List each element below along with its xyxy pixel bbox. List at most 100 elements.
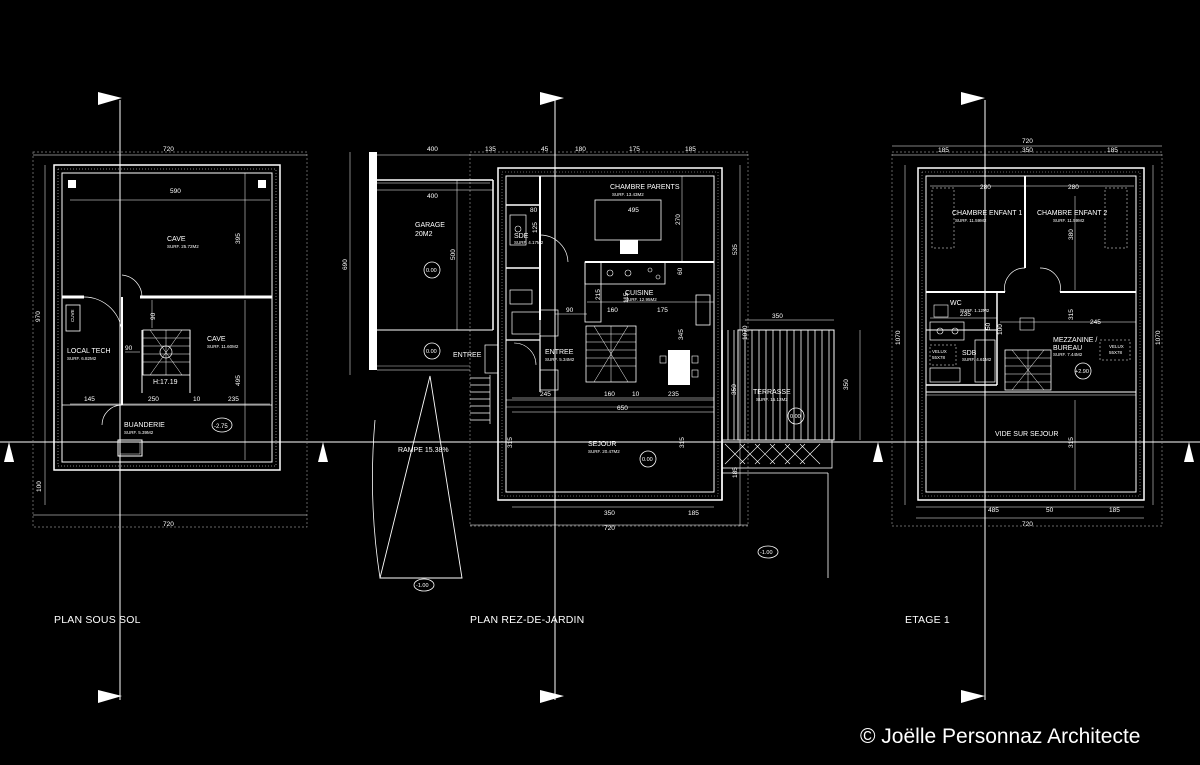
room-surface-garage: 20M2 [415, 231, 433, 238]
room-surface-cave: SURF. 25.72M2 [167, 244, 199, 249]
dim-text: 90 [566, 307, 574, 314]
room-name-cave: CAVE [167, 236, 186, 243]
entree-label: ENTREE [453, 352, 482, 359]
room-surface-chambre-enfant-2: SURF. 11.59M2 [1053, 218, 1085, 223]
level-value: +2.90 [1075, 369, 1089, 375]
dim-text: 175 [657, 307, 668, 314]
section-flag-bottom-1 [98, 690, 122, 703]
dim-text: 245 [1090, 319, 1101, 326]
dim-text: 500 [450, 249, 457, 260]
dim-text: 315 [1068, 309, 1075, 320]
dim-text: 400 [427, 146, 438, 153]
copyright-notice: © Joëlle Personnaz Architecte [860, 725, 1141, 748]
dim-text: 350 [731, 384, 738, 395]
dim-text: 1070 [895, 330, 902, 345]
room-surface-sejour: SURF. 20.47M2 [588, 449, 620, 454]
room-name-wc: WC [950, 300, 962, 307]
level-value: -1.00 [416, 583, 429, 589]
dim-text: 270 [675, 214, 682, 225]
room-surface-entree: SURF. 5.34M2 [545, 357, 575, 362]
velux-label: VELUX [1109, 344, 1124, 349]
dim-text: 80 [530, 207, 538, 214]
dim-text: 690 [342, 259, 349, 270]
level-value: 0.00 [642, 457, 653, 463]
dim-text: 280 [980, 184, 991, 191]
dim-text: 1070 [742, 325, 749, 340]
dim-text: 235 [668, 391, 679, 398]
velux-size: 55X78 [1109, 350, 1123, 355]
dim-text: 10 [632, 391, 640, 398]
dim-text: 185 [688, 510, 699, 517]
section-arrow-left-3 [873, 442, 883, 462]
dim-text: 175 [629, 146, 640, 153]
dim-text: 10 [193, 396, 201, 403]
plan-etage-1: 720 185 350 185 280 280 380 1070 1070 31… [891, 138, 1163, 528]
level-markers [413, 261, 805, 592]
dim-text: 125 [532, 222, 539, 233]
level-value: 0.00 [790, 414, 801, 420]
dim-text: 970 [35, 311, 42, 322]
dim-text: 485 [988, 507, 999, 514]
dim-text: 115 [623, 292, 630, 303]
stair-height: H:17.19 [153, 379, 178, 386]
room-name-entree: ENTREE [545, 349, 574, 356]
velux-label: VELUX [932, 349, 947, 354]
room-surface-wc: SURF. 1.12M2 [960, 308, 990, 313]
room-surface-buanderie: SURF. 5.39M2 [124, 430, 154, 435]
dim-text: 215 [595, 289, 602, 300]
room-surface-terrasse: SURF. 15.12M2 [756, 397, 788, 402]
room-name-sde: SDE [514, 233, 529, 240]
terrasse-decking [721, 330, 830, 440]
section-flag-bottom-3 [961, 690, 985, 703]
level-value: 0.00 [426, 349, 437, 355]
room-name-mezzanine: MEZZANINE / [1053, 337, 1097, 344]
dim-text: 60 [677, 267, 684, 275]
dim-text: 495 [235, 375, 242, 386]
dim-text: 400 [427, 193, 438, 200]
room-surface-mezzanine: SURF. 7.44M2 [1053, 352, 1083, 357]
dim-text: 350 [1022, 147, 1033, 154]
room-name-terrasse: TERRASSE [753, 389, 791, 396]
cuve-label: CUVE [70, 309, 75, 322]
dim-text: 1070 [1155, 330, 1162, 345]
dim-text: 280 [1068, 184, 1079, 191]
section-arrow-left-1 [4, 442, 14, 462]
rampe-label: RAMPE 15.38% [398, 447, 449, 454]
ramp-outline [379, 375, 463, 579]
dim-text: 45 [541, 146, 549, 153]
room-name-cuisine: CUISINE [625, 290, 654, 297]
dim-text: 315 [1068, 437, 1075, 448]
dim-text: 90 [150, 312, 157, 320]
dim-text: 185 [938, 147, 949, 154]
room-name-bureau: BUREAU [1053, 345, 1082, 352]
room-surface-sdb: SURF. 4.61M2 [962, 357, 992, 362]
dim-text: 650 [617, 405, 628, 412]
vide-sur-sejour-label: VIDE SUR SEJOUR [995, 431, 1058, 438]
section-arrow-right-3 [1184, 442, 1194, 462]
plan-sous-sol: 720 720 970 100 590 395 495 90 90 145 25… [32, 146, 308, 528]
dim-text: 345 [678, 329, 685, 340]
room-name-chambre-enfant-1: CHAMBRE ENFANT 1 [952, 210, 1022, 217]
dim-text: 180 [575, 146, 586, 153]
dim-text: 720 [1022, 138, 1033, 145]
dim-text: 185 [1107, 147, 1118, 154]
dim-text: 185 [685, 146, 696, 153]
dim-text: 350 [843, 379, 850, 390]
room-name-sejour: SEJOUR [588, 441, 616, 448]
dim-text: 185 [1109, 507, 1120, 514]
room-name-chambre-parents: CHAMBRE PARENTS [610, 184, 680, 191]
dim-text: 135 [485, 146, 496, 153]
section-flag-bottom-2 [540, 690, 564, 703]
section-lines [0, 100, 1200, 700]
section-flag-top-2 [540, 92, 564, 105]
dim-text: 245 [540, 391, 551, 398]
dim-text: 250 [148, 396, 159, 403]
level-marker [211, 417, 233, 433]
dim-text: 350 [604, 510, 615, 517]
dim-text: 235 [228, 396, 239, 403]
plan-title-rez-de-jardin: PLAN REZ-DE-JARDIN [470, 614, 585, 626]
level-value: -1.00 [760, 550, 773, 556]
room-name-chambre-enfant-2: CHAMBRE ENFANT 2 [1037, 210, 1107, 217]
